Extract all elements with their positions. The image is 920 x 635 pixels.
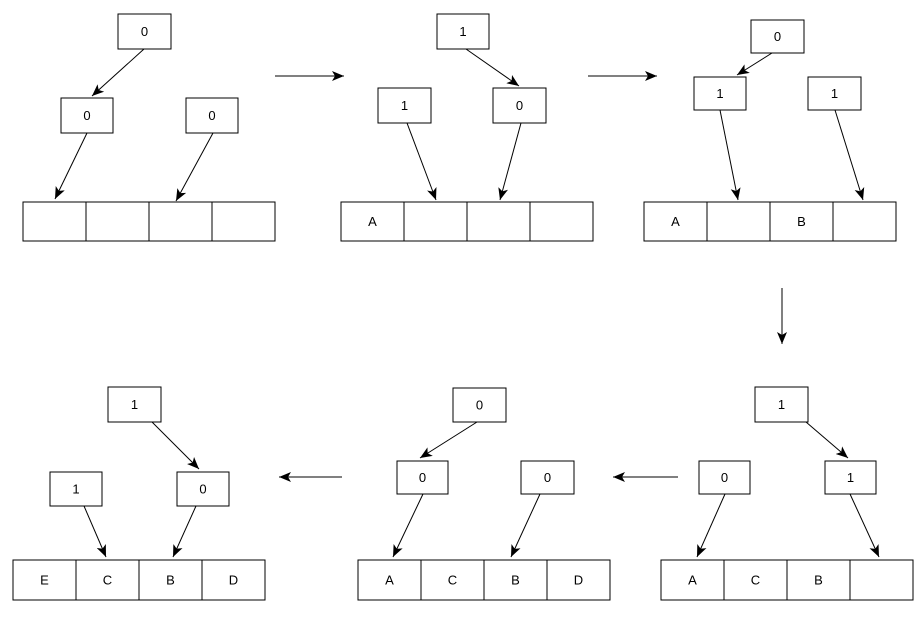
pointer-box-right [520,460,575,495]
array-cell [786,559,851,601]
array-cell [201,559,266,601]
pointer-box-top [436,13,490,50]
panel-step-3: 0 1 1 A B [643,19,897,242]
pointer-left-value: 1 [716,86,723,101]
arrow-left-to-cell2 [719,109,741,201]
array-cell [138,559,203,601]
cell-value: C [751,573,760,588]
arrow-top-to-left [419,421,478,459]
array-cell [211,201,276,242]
arrow-left-to-cell2 [406,122,437,201]
pointer-box-right [492,87,547,124]
cell-value: C [103,573,112,588]
pointer-right-value: 0 [516,98,523,113]
array-cell [420,559,485,601]
pointer-box-left [693,76,747,111]
array-cell [546,559,611,601]
pointer-box-left [377,87,432,124]
pointer-left-value: 1 [72,482,79,497]
array-cell [340,201,405,242]
array-cell [466,201,531,242]
pointer-box-right [185,97,239,134]
array-cell [357,559,422,601]
array-cell [529,201,594,242]
arrow-right-to-cell3 [510,493,541,558]
arrow-top-to-left [91,48,145,97]
pointer-top-value: 0 [476,398,483,413]
pointer-left-value: 0 [83,108,90,123]
pointer-box-top [117,13,172,50]
pointer-box-top [107,386,162,423]
arrow-right-to-cell3 [175,132,214,202]
cell-value: B [814,573,823,588]
pointer-top-value: 1 [131,397,138,412]
pointer-top-value: 1 [459,24,466,39]
cell-value: B [166,573,175,588]
flow-connectors [275,71,787,482]
arrow-right-to-cell3 [172,505,197,558]
array-cell [706,201,771,242]
pointer-box-right [824,460,877,495]
cell-value: D [574,573,583,588]
pointer-box-left [698,460,751,495]
pointer-top-value: 0 [141,24,148,39]
panel-step-6: 1 1 0 E C B D [12,386,266,601]
cell-value: B [511,573,520,588]
pointer-box-left [60,97,114,134]
pointer-right-value: 0 [199,482,206,497]
panel-step-1: 0 0 0 [22,13,276,242]
pointer-top-value: 0 [774,29,781,44]
pointer-box-left [396,460,449,495]
array-cell [12,559,77,601]
pointer-right-value: 1 [831,86,838,101]
pointer-right-value: 0 [544,470,551,485]
pointer-right-value: 1 [847,470,854,485]
array-cell [85,201,150,242]
panel-step-2: 1 1 0 A [340,13,594,242]
cell-value: B [797,214,806,229]
cell-value: C [448,573,457,588]
array-cell [22,201,87,242]
panel-step-4: 1 0 1 A C B [660,386,914,601]
array-cell [403,201,468,242]
array-cell [660,559,725,601]
array-cell [723,559,788,601]
arrow-left-to-cell1 [392,493,424,558]
pointer-box-top [750,19,805,54]
pointer-left-value: 1 [401,98,408,113]
arrow-top-to-right [151,421,200,470]
pointer-top-value: 1 [778,397,785,412]
arrow-top-to-left [736,52,773,76]
array-cell [849,559,914,601]
arrow-left-to-cell2 [83,505,107,558]
arrow-right-to-cell4 [834,109,865,201]
arrow-left-to-cell1 [54,132,88,200]
arrow-left-to-cell1 [696,493,726,558]
cell-value: A [385,573,394,588]
arrow-top-to-right [465,48,520,87]
pointer-box-top [452,387,507,423]
cell-value: E [40,573,49,588]
pointer-left-value: 0 [721,470,728,485]
pointer-box-right [807,76,862,111]
pointer-right-value: 0 [208,108,215,123]
array-cell [832,201,897,242]
pointer-box-right [176,471,230,507]
panel-step-5: 0 0 0 A C B D [357,387,611,601]
cell-value: A [688,573,697,588]
pointer-box-top [754,386,809,423]
arrow-right-to-cell4 [849,493,880,558]
pointer-box-left [49,471,103,507]
array-cell [148,201,213,242]
arrow-top-to-right [805,421,849,459]
cell-value: A [368,214,377,229]
cell-value: D [229,573,238,588]
cell-value: A [671,214,680,229]
pointer-left-value: 0 [419,470,426,485]
array-cell [769,201,834,242]
arrow-right-to-cell3 [498,122,522,201]
